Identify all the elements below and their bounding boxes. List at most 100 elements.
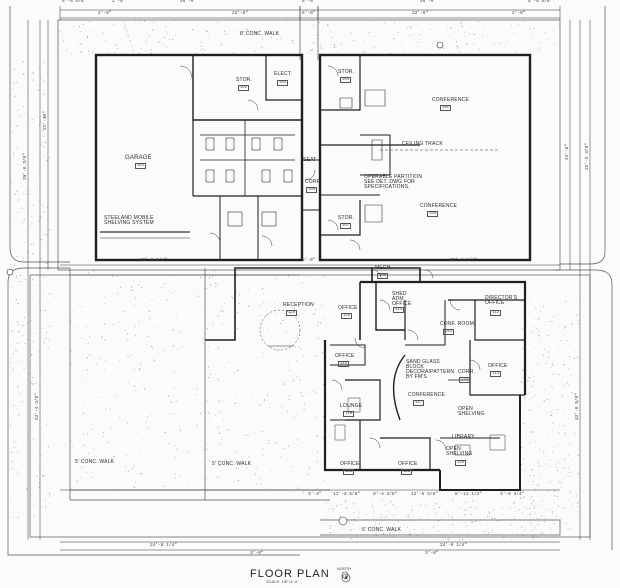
stipple-dot: [18, 164, 19, 166]
stipple-dot: [134, 464, 135, 466]
stipple-dot: [101, 396, 103, 398]
stipple-dot: [301, 442, 303, 444]
stipple-dot: [45, 424, 47, 426]
stipple-dot: [475, 500, 477, 502]
stipple-dot: [148, 35, 150, 37]
stipple-dot: [462, 26, 464, 28]
stipple-dot: [538, 463, 539, 465]
stipple-dot: [254, 433, 256, 434]
stipple-dot: [569, 376, 571, 378]
stipple-dot: [149, 318, 151, 319]
stipple-dot: [118, 313, 120, 315]
stipple-dot: [480, 525, 482, 527]
stipple-dot: [86, 369, 88, 371]
stipple-dot: [137, 284, 138, 286]
stipple-dot: [45, 506, 46, 508]
room-label-conf-room: CONF. ROOM: [440, 321, 474, 327]
stipple-dot: [238, 302, 240, 305]
stipple-dot: [76, 352, 78, 354]
stipple-dot: [227, 429, 229, 431]
stipple-dot: [150, 345, 152, 348]
stipple-dot: [165, 403, 167, 405]
stipple-dot: [80, 30, 82, 32]
stipple-dot: [33, 254, 34, 255]
stipple-dot: [566, 340, 568, 342]
stipple-dot: [543, 400, 546, 402]
stipple-dot: [559, 473, 561, 475]
stipple-dot: [563, 507, 565, 509]
stipple-dot: [32, 72, 34, 74]
stipple-dot: [318, 338, 320, 340]
stipple-dot: [541, 503, 543, 505]
stipple-dot: [37, 190, 38, 191]
stipple-dot: [353, 513, 355, 515]
stipple-dot: [25, 407, 26, 408]
dimension-text: 22'-6": [232, 11, 249, 16]
stipple-dot: [16, 125, 18, 127]
stipple-dot: [527, 479, 529, 480]
stipple-dot: [454, 38, 455, 40]
stipple-dot: [192, 318, 193, 320]
stipple-dot: [44, 411, 46, 412]
stipple-dot: [49, 337, 50, 339]
stipple-dot: [86, 326, 88, 328]
stipple-dot: [35, 83, 37, 85]
stipple-dot: [280, 322, 282, 324]
stipple-dot: [551, 511, 553, 513]
stipple-dot: [566, 501, 568, 503]
stipple-dot: [539, 406, 540, 407]
stipple-dot: [32, 156, 34, 157]
stipple-dot: [489, 515, 491, 517]
stipple-dot: [482, 531, 484, 533]
stipple-dot: [302, 313, 304, 314]
stipple-dot: [165, 26, 167, 28]
stipple-dot: [176, 348, 178, 350]
room-label-reception: RECEPTION: [283, 302, 314, 308]
stipple-dot: [96, 363, 97, 365]
stipple-dot: [553, 359, 555, 361]
stipple-dot: [49, 293, 51, 295]
stipple-dot: [256, 469, 257, 471]
stipple-dot: [340, 516, 342, 518]
stipple-dot: [16, 147, 18, 148]
stipple-dot: [223, 405, 225, 407]
stipple-dot: [213, 270, 215, 272]
dimension-text: 3'-0": [250, 551, 264, 556]
stipple-dot: [303, 409, 305, 411]
stipple-dot: [551, 363, 553, 365]
stipple-dot: [48, 503, 50, 505]
stipple-dot: [531, 483, 533, 485]
stipple-dot: [87, 433, 89, 435]
stipple-dot: [309, 41, 310, 43]
stipple-dot: [333, 43, 335, 45]
stipple-dot: [219, 475, 221, 477]
stipple-dot: [521, 526, 523, 528]
stipple-dot: [422, 30, 424, 31]
stipple-dot: [43, 146, 45, 148]
stipple-dot: [152, 29, 154, 31]
stipple-dot: [373, 46, 375, 48]
stipple-dot: [576, 506, 578, 508]
stipple-dot: [534, 394, 536, 396]
stipple-dot: [409, 531, 410, 532]
stipple-dot: [563, 467, 565, 469]
stipple-dot: [301, 282, 303, 284]
stipple-dot: [552, 430, 553, 431]
stipple-dot: [217, 283, 219, 285]
stipple-dot: [127, 381, 129, 383]
stipple-dot: [162, 380, 163, 381]
stipple-dot: [541, 394, 543, 395]
stipple-dot: [458, 507, 460, 509]
stipple-dot: [13, 144, 14, 145]
dimension-text: 6'-0": [302, 11, 316, 16]
stipple-dot: [262, 271, 264, 273]
stipple-dot: [464, 31, 465, 33]
stipple-dot: [387, 510, 388, 512]
stipple-dot: [522, 328, 523, 330]
stipple-dot: [49, 229, 51, 231]
stipple-dot: [69, 25, 71, 27]
stipple-dot: [210, 419, 212, 421]
dimension-text: 9'-4 3/8": [373, 492, 398, 497]
stipple-dot: [218, 369, 219, 370]
stipple-dot: [73, 317, 75, 319]
